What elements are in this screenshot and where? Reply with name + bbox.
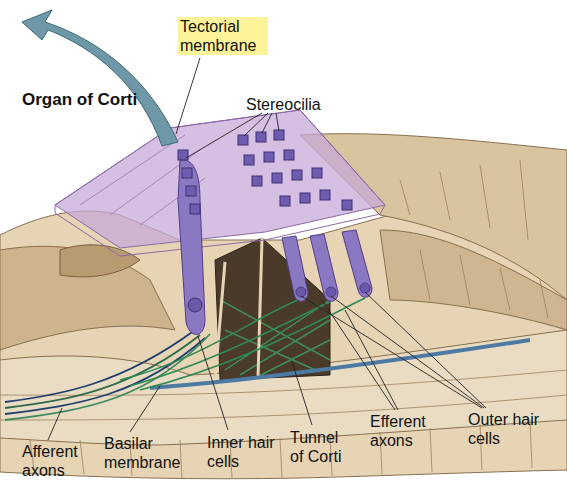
efferent-axons xyxy=(120,300,298,380)
outer-hair-cells xyxy=(310,234,338,301)
outer-hair-cells xyxy=(360,283,370,293)
direction-arrow xyxy=(22,10,178,146)
efferent-axons xyxy=(140,298,365,390)
afferent-axons xyxy=(5,334,210,420)
stereocilia xyxy=(264,152,274,162)
outer-hair-cells xyxy=(326,287,336,297)
part-label: Basilar membrane xyxy=(104,434,186,472)
afferent-axons xyxy=(5,335,200,408)
tunnel-of-corti xyxy=(215,238,262,380)
part-label: Tunnel of Corti xyxy=(290,428,356,466)
stereocilia xyxy=(320,190,330,200)
stereocilia xyxy=(272,173,282,183)
part-label: Tectorial membrane xyxy=(178,17,268,55)
stereocilia xyxy=(342,200,352,210)
stereocilia xyxy=(292,170,302,180)
leader-line xyxy=(48,408,62,440)
inner-hair-cell xyxy=(178,160,205,335)
inner-hair-cell xyxy=(188,298,202,312)
stereocilia xyxy=(252,176,262,186)
stereocilia xyxy=(178,130,352,214)
leader-line xyxy=(130,386,160,432)
tunnel-of-corti xyxy=(215,238,330,380)
stereocilia xyxy=(186,186,196,196)
efferent-axons xyxy=(120,298,365,390)
inner-hair-cell xyxy=(178,160,205,335)
leader-line xyxy=(198,336,228,430)
part-label: Efferent axons xyxy=(370,412,442,450)
stereocilia xyxy=(238,135,248,145)
stereocilia xyxy=(280,196,290,206)
leader-line xyxy=(301,292,486,408)
stereocilia xyxy=(244,155,254,165)
leader-line xyxy=(186,113,279,158)
tectorial-membrane xyxy=(55,110,385,256)
outer-hair-cells xyxy=(342,230,372,297)
leader-line xyxy=(292,362,312,425)
tissue xyxy=(380,230,567,330)
efferent-axons xyxy=(130,302,330,386)
tunnel-of-corti xyxy=(215,238,330,380)
stereocilia xyxy=(274,130,284,140)
stereocilia xyxy=(182,168,192,178)
tissue-cells xyxy=(400,160,548,318)
tectorial-membrane xyxy=(55,110,385,248)
tissue-cells xyxy=(30,420,532,478)
stereocilia xyxy=(178,150,188,160)
outer-hair-cells xyxy=(296,287,306,297)
stereocilia xyxy=(300,193,310,203)
part-label: Outer hair cells xyxy=(468,410,542,448)
stereocilia xyxy=(312,168,322,178)
direction-arrow xyxy=(22,10,178,146)
tectorial-membrane xyxy=(55,110,385,256)
afferent-axons xyxy=(5,330,210,420)
stereocilia xyxy=(284,150,294,160)
part-label: Afferent axons xyxy=(22,442,94,480)
figure-title: Organ of Corti xyxy=(22,90,137,110)
leader-line xyxy=(48,58,486,440)
outer-hair-cells xyxy=(282,236,308,301)
afferent-axons xyxy=(5,338,205,414)
leader-line xyxy=(176,58,200,134)
stereocilia xyxy=(256,132,266,142)
outer-hair-cells xyxy=(282,230,372,301)
part-label: Inner hair cells xyxy=(207,433,283,471)
part-label: Stereocilia xyxy=(246,95,321,114)
stereocilia xyxy=(190,204,200,214)
tissue xyxy=(60,245,140,277)
